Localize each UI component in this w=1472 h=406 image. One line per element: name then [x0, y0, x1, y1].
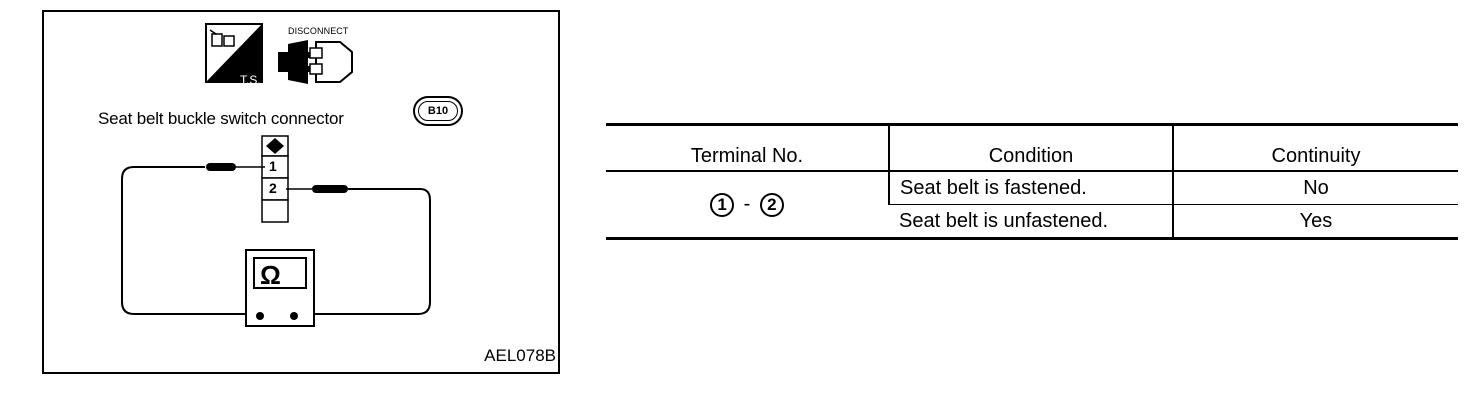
ohmmeter	[245, 249, 315, 327]
condition-cell: Seat belt is fastened.	[888, 171, 1173, 205]
figure-code: AEL078B	[484, 346, 556, 365]
header-condition: Condition	[888, 124, 1173, 171]
table-row: 1 - 2 Seat belt is fastened. No	[606, 171, 1458, 217]
continuity-table: Terminal No. Condition Continuity 1 - 2 …	[606, 123, 1458, 240]
table-row: Seat belt is unfastened. Yes	[606, 204, 1458, 239]
probe-pin-1	[121, 163, 265, 315]
table-header-row: Terminal No. Condition Continuity	[606, 124, 1458, 171]
disconnect-connector-icon	[278, 40, 353, 84]
header-continuity: Continuity	[1172, 124, 1458, 171]
pin-label-1: 1	[269, 158, 277, 174]
connector-body	[261, 135, 289, 223]
continuity-cell: Yes	[1172, 204, 1458, 239]
probe-pin-2	[286, 185, 431, 315]
diagram-panel: DISCONNECT T.S. Seat belt buckle switch …	[42, 10, 560, 374]
disconnect-label: DISCONNECT	[288, 26, 349, 36]
ts-icon	[205, 23, 263, 83]
ohm-symbol: Ω	[260, 260, 281, 290]
terminal-b: 2	[759, 192, 784, 217]
terminal-cell: 1 - 2	[606, 171, 889, 239]
terminal-separator: -	[743, 192, 751, 215]
pin-label-2: 2	[269, 180, 277, 196]
continuity-cell: No	[1172, 171, 1458, 205]
circuit-diagram	[121, 23, 431, 327]
connector-title: Seat belt buckle switch connector	[98, 109, 344, 128]
terminal-a: 1	[710, 192, 735, 217]
header-terminal: Terminal No.	[690, 145, 804, 167]
connector-code-badge: B10	[413, 96, 463, 126]
connector-code: B10	[418, 101, 458, 121]
condition-cell: Seat belt is unfastened.	[899, 209, 1109, 232]
ts-label: T.S.	[240, 73, 261, 87]
